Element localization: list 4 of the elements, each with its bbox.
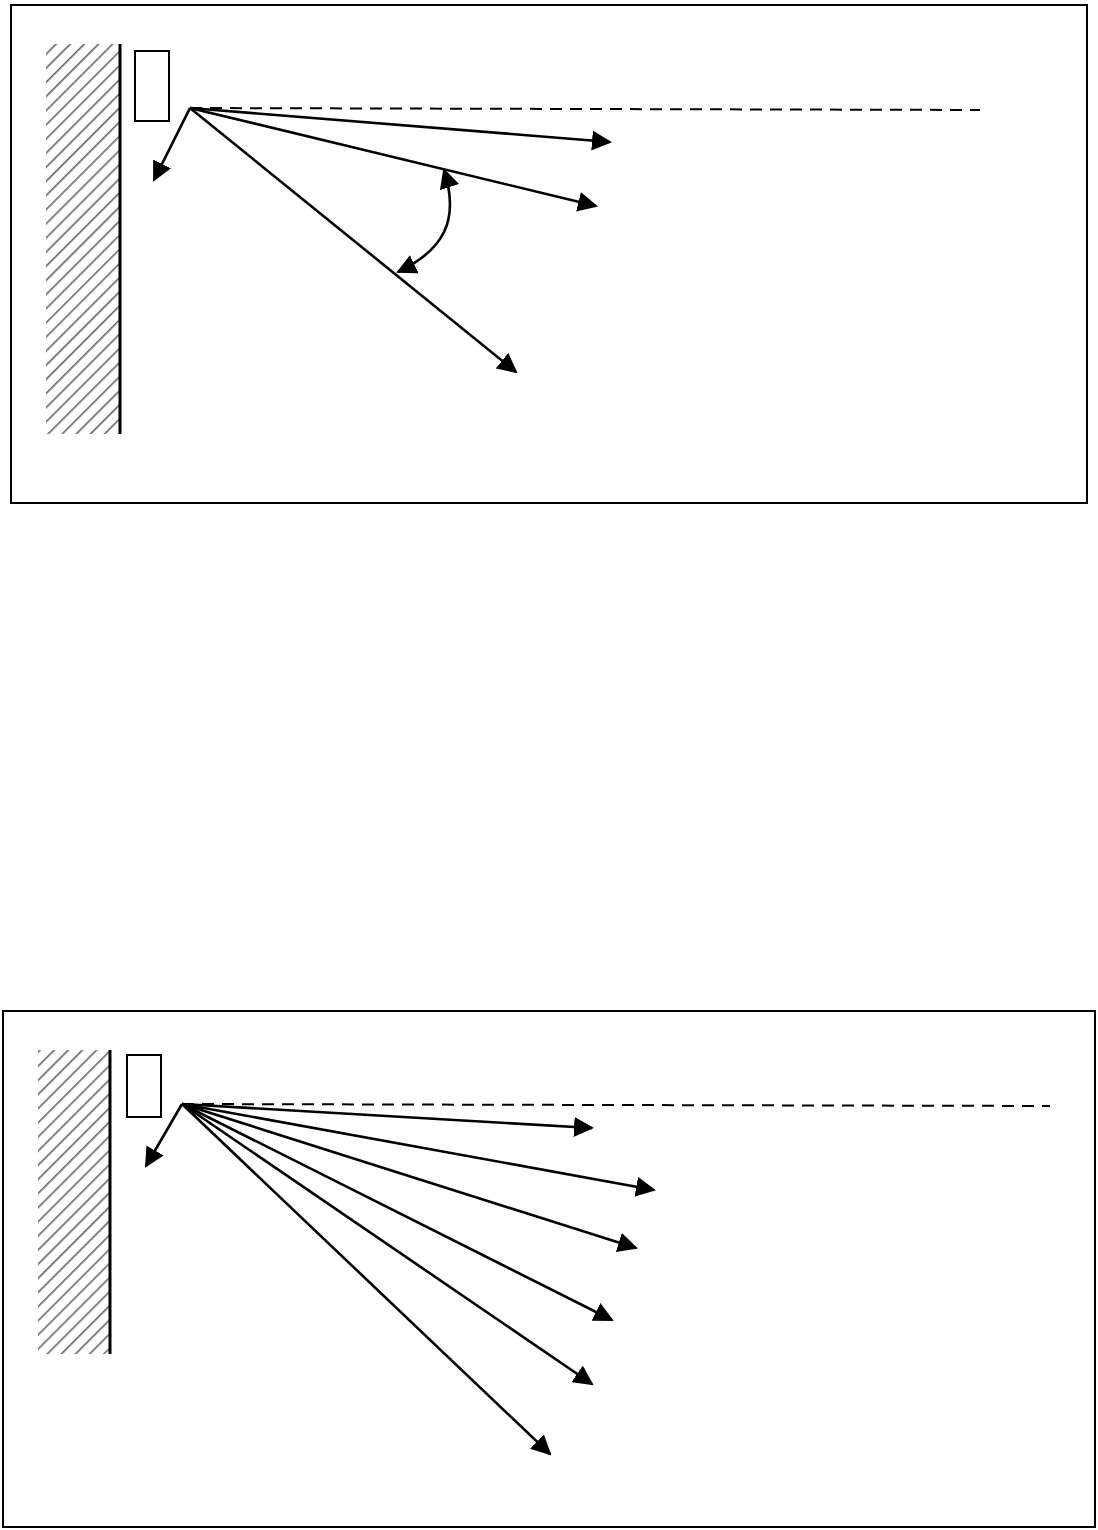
diagram-frame [10, 4, 1088, 504]
block [126, 1054, 162, 1118]
block [134, 50, 170, 122]
diagram-frame [2, 1010, 1096, 1528]
